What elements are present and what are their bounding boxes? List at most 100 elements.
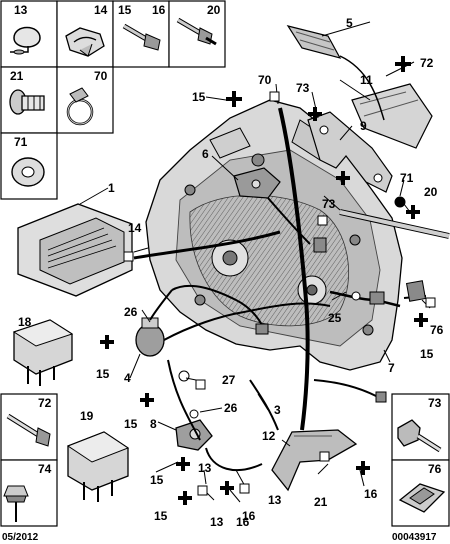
callout-16-bottom: 16 [242,509,256,523]
square-marker [123,251,134,262]
connector-part-5 [286,25,342,59]
callout-13-mid: 13 [198,461,212,475]
inset-box-70: 70 [56,66,114,134]
callout-11: 11 [360,73,373,87]
star-marker [406,205,420,219]
cable-tie-icon [66,87,94,126]
star-marker [356,461,370,475]
inset-box-72: 72 [0,393,58,461]
callout-76: 76 [430,323,444,337]
callout-labels: 5 72 70 73 15 11 9 6 71 20 73 1 14 18 26… [18,16,444,529]
inset-box-20: 20 [168,0,226,68]
callout-5: 5 [346,16,353,30]
bracket-part-12 [271,429,358,492]
star-marker [140,393,154,407]
bracket-part-9 [307,111,393,193]
callout-16-right: 16 [364,487,378,501]
hex-bolt-icon [397,419,442,453]
inset-label-15: 15 [118,3,132,17]
callout-15-top: 15 [192,90,206,104]
callout-27: 27 [222,373,236,387]
callout-7: 7 [388,361,395,375]
sensor-part-4 [135,317,165,357]
inset-label-70: 70 [94,69,108,83]
callout-25: 25 [328,311,342,325]
inset-box-71: 71 [0,132,58,200]
inset-box-13: 13 [0,0,58,68]
callout-71: 71 [400,171,414,185]
callout-4: 4 [124,371,131,385]
square-marker [239,483,250,494]
retaining-clip-icon [398,483,446,513]
callout-1: 1 [108,181,115,195]
square-marker [317,215,328,226]
star-marker [176,457,190,471]
relay-part-18 [12,319,74,386]
square-marker [319,451,330,462]
callout-73-mid: 73 [322,197,336,211]
inset-label-14: 14 [94,3,108,17]
callout-73-top: 73 [296,81,310,95]
callout-15-bottom-a: 15 [150,473,164,487]
star-marker [226,91,242,107]
star-marker [220,481,234,495]
inset-label-20: 20 [207,3,221,17]
sensor-part-8 [175,419,213,451]
inset-box-21: 21 [0,66,58,134]
square-marker [425,297,436,308]
callout-8: 8 [150,417,157,431]
callout-19: 19 [80,409,94,423]
callout-6: 6 [202,147,209,161]
switch-part-6 [233,167,281,199]
star-marker [308,107,322,121]
ecu-part-1 [17,203,133,297]
star-marker [395,56,411,72]
clamp-clip-icon [10,26,41,55]
callout-15-right: 15 [420,347,434,361]
callout-3: 3 [274,403,281,417]
callout-14: 14 [128,221,142,235]
footer-date: 05/2012 [2,532,39,543]
control-module-part-11 [351,83,433,149]
callout-70: 70 [258,73,272,87]
inset-label-21: 21 [10,69,24,83]
footer-reference: 00043917 [392,532,437,543]
star-markers [100,56,428,505]
flange-bolt-icon [122,23,161,51]
callout-15-left: 15 [96,367,110,381]
cable-clip-icon [65,27,105,57]
stud-bolt-icon [176,17,217,46]
callout-16-bottom-b: 16 [236,515,250,529]
star-marker [414,313,428,327]
callout-15-mid: 15 [124,417,138,431]
callout-15-bottom-b: 15 [154,509,168,523]
square-marker [195,379,206,390]
blind-rivet-icon [3,485,29,522]
harness-connectors [178,196,427,419]
callout-21: 21 [314,495,328,509]
inset-label-13: 13 [14,3,28,17]
washer-icon [11,157,45,187]
inset-label-16: 16 [152,3,166,17]
long-bolt-icon [6,413,51,447]
inset-label-74: 74 [38,462,52,476]
star-marker [336,171,350,185]
callout-20: 20 [424,185,438,199]
square-marker [269,91,280,102]
star-marker [100,335,114,349]
callout-26-upper: 26 [124,305,138,319]
square-marker [197,485,208,496]
square-markers [123,91,436,496]
callout-26-lower: 26 [224,401,238,415]
inset-label-76: 76 [428,462,442,476]
callout-13-bottom: 13 [210,515,224,529]
inset-box-14: 14 [56,0,114,68]
inset-label-72: 72 [38,396,52,410]
inset-box-74: 74 [0,459,58,527]
relay-part-19 [66,431,130,502]
callout-72: 72 [420,56,434,70]
inset-label-71: 71 [14,135,28,149]
push-rivet-icon [9,89,45,115]
